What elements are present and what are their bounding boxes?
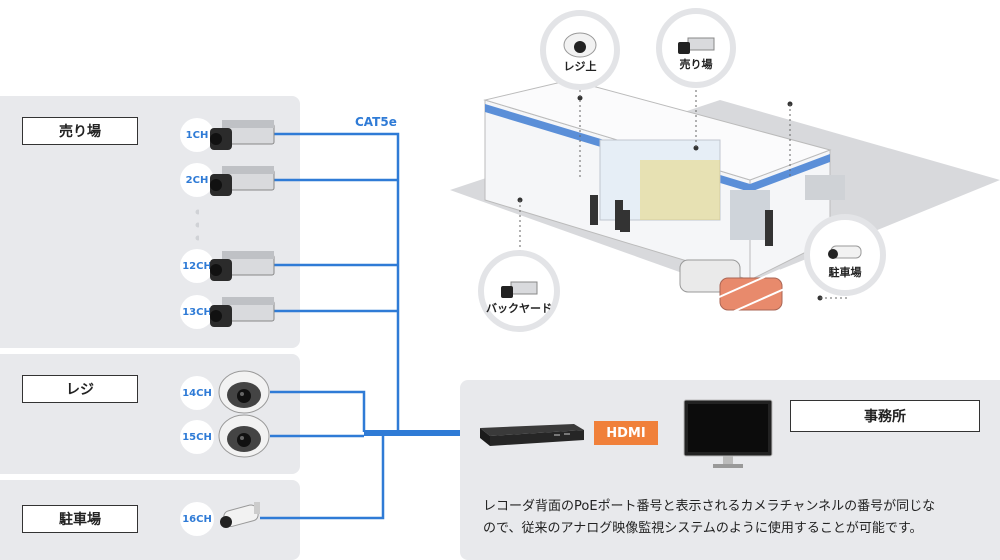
- callout-sales-floor: 売り場: [656, 8, 736, 88]
- zone-label-sales: 売り場: [22, 117, 138, 145]
- callout-register-top-label: レジ上: [563, 60, 597, 73]
- channel-badge-1: 1CH: [180, 118, 214, 152]
- channel-badge-12: 12CH: [180, 249, 214, 283]
- office-title: 事務所: [790, 400, 980, 432]
- box-camera-icon: [210, 297, 275, 327]
- zone-label-register: レジ: [22, 375, 138, 403]
- zone-label-parking: 駐車場: [22, 505, 138, 533]
- dome-camera-icon: [218, 414, 270, 458]
- bullet-camera-icon: [828, 245, 862, 259]
- bullet-camera-icon: [220, 502, 260, 528]
- callout-backyard: バックヤード: [478, 250, 560, 332]
- recorder-icon: [480, 424, 584, 446]
- channel-badge-14: 14CH: [180, 376, 214, 410]
- callout-sales-floor-label: 売り場: [679, 58, 713, 71]
- box-camera-icon: [210, 251, 275, 281]
- cable-label: CAT5e: [355, 115, 397, 129]
- hdmi-label: HDMI: [594, 421, 658, 445]
- dome-camera-icon: [563, 32, 597, 58]
- box-camera-icon: [678, 37, 715, 54]
- callout-parking-label: 駐車場: [828, 266, 862, 279]
- box-camera-icon: [501, 281, 538, 298]
- channel-badge-2: 2CH: [180, 163, 214, 197]
- channel-badge-15: 15CH: [180, 420, 214, 454]
- channel-badge-13: 13CH: [180, 295, 214, 329]
- office-note: レコーダ背面のPoEポート番号と表示されるカメラチャンネルの番号が同じな ので、…: [483, 496, 988, 540]
- more-channels-ellipsis: [195, 209, 199, 241]
- office-note-line1: レコーダ背面のPoEポート番号と表示されるカメラチャンネルの番号が同じな: [483, 499, 936, 514]
- callout-parking: 駐車場: [804, 214, 886, 296]
- dome-camera-icon: [218, 370, 270, 414]
- channel-badge-16: 16CH: [180, 502, 214, 536]
- box-camera-icon: [210, 120, 275, 150]
- callout-backyard-label: バックヤード: [486, 302, 552, 315]
- office-note-line2: ので、従来のアナログ映像監視システムのように使用することが可能です。: [483, 521, 923, 536]
- callout-register-top: レジ上: [540, 10, 620, 90]
- box-camera-icon: [210, 166, 275, 196]
- monitor-icon: [683, 399, 773, 468]
